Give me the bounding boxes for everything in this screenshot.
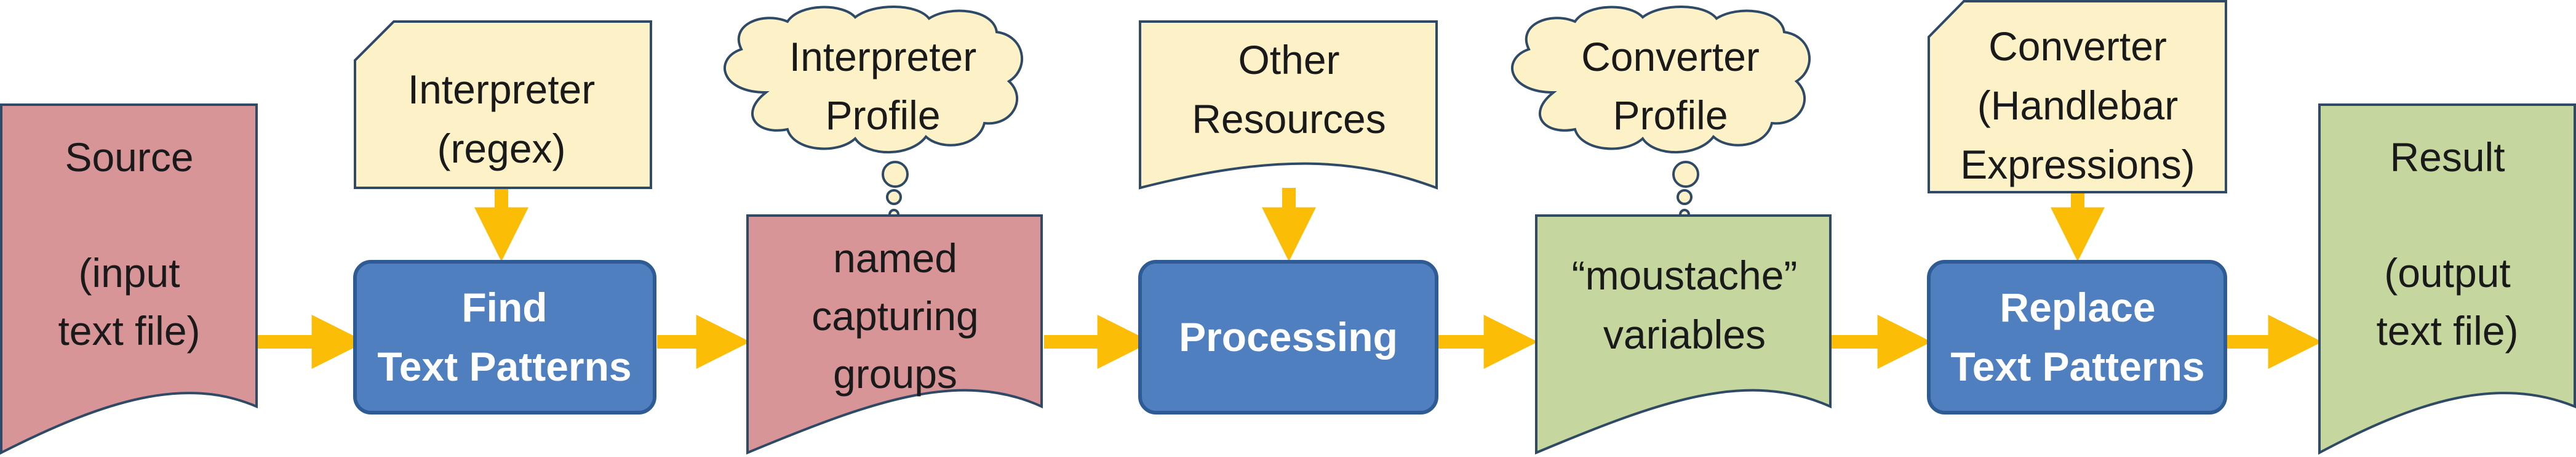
label-line: Replace [2000, 285, 2155, 330]
label-line: Interpreter [789, 34, 976, 79]
result-doc-shape [2318, 103, 2576, 455]
label-line: Interpreter [408, 67, 595, 112]
interpreter-note-shape [354, 20, 652, 189]
converter-note-shape [1928, 0, 2227, 193]
label-line: Other [1238, 37, 1339, 83]
converter-cloud-bubble-medium [1677, 189, 1693, 205]
label-line: Resources [1192, 96, 1386, 142]
named-groups-label: named capturing groups [811, 235, 979, 397]
label-line: text file) [58, 308, 200, 354]
label-line: groups [833, 351, 957, 397]
label-line: Text Patterns [1950, 344, 2204, 389]
arrows [257, 188, 2323, 369]
interpreter-note: Interpreter (regex) [354, 20, 652, 189]
label-line: Converter [1988, 23, 2167, 69]
processing-process: Processing [1138, 260, 1438, 415]
interpreter-cloud-shape [724, 6, 1024, 154]
source-doc-shape [0, 103, 258, 455]
find-box [353, 260, 656, 415]
label-line: Expressions) [1960, 142, 2195, 187]
interpreter-label: Interpreter (regex) [408, 67, 595, 171]
label-line: variables [1603, 312, 1766, 357]
label-line: capturing [811, 293, 979, 339]
replace-box [1927, 260, 2227, 415]
source-label: Source (input text file) [58, 134, 200, 354]
label-line: Text Patterns [377, 344, 631, 389]
processing-box [1138, 260, 1438, 415]
label-line: “moustache” [1572, 253, 1798, 298]
moustache-document: “moustache” variables [1535, 214, 1832, 455]
other-resources-shape [1139, 20, 1438, 190]
moustache-doc-shape [1535, 214, 1832, 455]
result-document: Result (output text file) [2318, 103, 2576, 455]
label-line: (regex) [437, 126, 565, 171]
label-line [124, 192, 135, 238]
label-line: Result [2390, 134, 2505, 180]
label-line: Profile [1613, 92, 1728, 138]
source-document: Source (input text file) [0, 103, 258, 455]
interpreter-cloud-bubble-medium [886, 189, 902, 205]
result-label: Result (output text file) [2376, 134, 2518, 354]
label-line: Processing [1179, 314, 1398, 360]
label-line: Find [461, 285, 547, 330]
interpreter-cloud-bubble-large [882, 161, 909, 188]
label-line [2442, 192, 2453, 238]
label-line: (input [78, 250, 180, 296]
moustache-label: “moustache” variables [1572, 253, 1798, 357]
named-groups-doc-shape [746, 214, 1043, 455]
label-line: (output [2384, 250, 2510, 296]
converter-cloud-bubble-large [1672, 161, 1699, 188]
processing-label: Processing [1179, 314, 1398, 360]
label-line: text file) [2376, 308, 2518, 354]
label-line: Source [65, 134, 193, 180]
label-line: Converter [1581, 34, 1760, 79]
converter-cloud-shape [1511, 6, 1811, 154]
label-line: named [833, 235, 957, 281]
label-line: (Handlebar [1977, 83, 2179, 128]
named-groups-document: named capturing groups [746, 214, 1043, 455]
label-line: Profile [825, 92, 940, 138]
